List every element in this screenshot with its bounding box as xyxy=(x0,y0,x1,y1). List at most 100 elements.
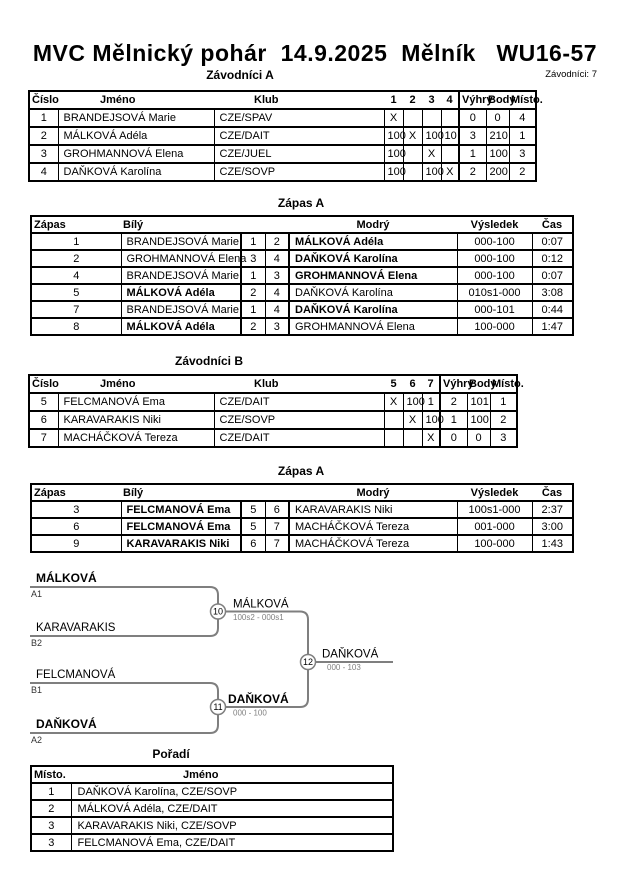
cell-blue-name: MÁLKOVÁ Adéla xyxy=(288,232,458,251)
matches-a-table: Zápas Bílý Modrý Výsledek Čas 1 BRANDEJS… xyxy=(30,215,574,336)
bracket-slot-a1-seed: A1 xyxy=(31,589,42,599)
bracket-slot-a2-seed: A2 xyxy=(31,735,42,745)
cell-score-4 xyxy=(440,144,460,164)
cell-match-number: 2 xyxy=(30,249,122,268)
cell-white-name: BRANDEJSOVÁ Marie xyxy=(120,266,242,285)
cell-time: 3:00 xyxy=(531,517,574,536)
col-header-round-7: 7 xyxy=(422,375,440,394)
cell-blue-number: 6 xyxy=(264,500,290,519)
group-b-header-row: Číslo Jméno Klub 5 6 7 Výhry Body Místo. xyxy=(29,375,524,394)
cell-cislo: 6 xyxy=(28,410,59,430)
cell-misto: 4 xyxy=(508,108,537,128)
cell-score-3: 100 xyxy=(421,162,444,182)
cell-blue-number: 4 xyxy=(264,283,290,302)
table-row: 3 GROHMANNOVÁ Elena CZE/JUEL 100 X 1 100… xyxy=(28,144,537,164)
cell-klub: CZE/SOVP xyxy=(213,410,385,430)
match-row: 3 FELCMANOVÁ Ema 5 6 KARAVARAKIS Niki 10… xyxy=(30,500,574,519)
col-header-modry: Modrý xyxy=(289,216,457,234)
cell-misto: 2 xyxy=(489,410,518,430)
cell-body: 0 xyxy=(485,108,510,128)
cell-cislo: 2 xyxy=(28,126,59,146)
cell-body: 101 xyxy=(466,392,491,412)
cell-blue-name: KARAVARAKIS Niki xyxy=(288,500,458,519)
cell-competitor: KARAVARAKIS Niki, CZE/SOVP xyxy=(70,816,394,835)
match-row: 6 FELCMANOVÁ Ema 5 7 MACHÁČKOVÁ Tereza 0… xyxy=(30,517,574,536)
cell-score-2 xyxy=(402,108,423,128)
cell-vyhry: 1 xyxy=(458,144,487,164)
table-row: 7 MACHÁČKOVÁ Tereza CZE/DAIT X 0 0 3 xyxy=(28,428,518,448)
ranking-row: 3 KARAVARAKIS Niki, CZE/SOVP xyxy=(30,816,394,835)
cell-body: 100 xyxy=(485,144,510,164)
cell-match-number: 8 xyxy=(30,317,122,336)
cell-competitor: MÁLKOVÁ Adéla, CZE/DAIT xyxy=(70,799,394,818)
bracket-line-b2 xyxy=(30,619,219,637)
cell-result: 001-000 xyxy=(456,517,533,536)
bracket-slot-a2-name: DAŇKOVÁ xyxy=(36,716,97,731)
col-header-bily: Bílý xyxy=(121,484,289,502)
match-row: 2 GROHMANNOVÁ Elena 3 4 DAŇKOVÁ Karolína… xyxy=(30,249,574,268)
cell-white-name: GROHMANNOVÁ Elena xyxy=(120,249,246,268)
cell-jmeno: DAŇKOVÁ Karolína xyxy=(57,162,215,182)
cell-jmeno: MACHÁČKOVÁ Tereza xyxy=(57,428,215,448)
cell-blue-name: GROHMANNOVÁ Elena xyxy=(288,317,458,336)
cell-score-7: X xyxy=(421,428,441,448)
cell-vyhry: 2 xyxy=(458,162,487,182)
cell-result: 000-100 xyxy=(456,249,533,268)
cell-match-number: 5 xyxy=(30,283,122,302)
ranking-row: 1 DAŇKOVÁ Karolína, CZE/SOVP xyxy=(30,782,394,801)
cell-time: 0:07 xyxy=(531,266,574,285)
ranking-table: Místo. Jméno 1 DAŇKOVÁ Karolína, CZE/SOV… xyxy=(30,765,394,852)
table-row: 5 FELCMANOVÁ Ema CZE/DAIT X 100 1 2 101 … xyxy=(28,392,518,412)
cell-cislo: 4 xyxy=(28,162,59,182)
cell-jmeno: MÁLKOVÁ Adéla xyxy=(57,126,215,146)
cell-jmeno: GROHMANNOVÁ Elena xyxy=(57,144,215,164)
col-header-vyhry: Výhry xyxy=(439,375,474,394)
match-row: 4 BRANDEJSOVÁ Marie 1 3 GROHMANNOVÁ Elen… xyxy=(30,266,574,285)
cell-score-3: 100 xyxy=(421,126,444,146)
match-row: 5 MÁLKOVÁ Adéla 2 4 DAŇKOVÁ Karolína 010… xyxy=(30,283,574,302)
cell-white-number: 5 xyxy=(240,500,266,519)
cell-time: 1:43 xyxy=(531,534,574,553)
col-header-vysledek: Výsledek xyxy=(457,216,532,234)
cell-result: 100-000 xyxy=(456,317,533,336)
col-header-round-5: 5 xyxy=(384,375,403,394)
cell-klub: CZE/DAIT xyxy=(213,126,385,146)
col-header-jmeno: Jméno xyxy=(71,766,393,784)
cell-time: 2:37 xyxy=(531,500,574,519)
cell-klub: CZE/SPAV xyxy=(213,108,385,128)
cell-result: 000-101 xyxy=(456,300,533,319)
cell-white-number: 2 xyxy=(240,317,266,336)
cell-blue-number: 3 xyxy=(264,266,290,285)
cell-blue-number: 2 xyxy=(264,232,290,251)
group-b-table: Číslo Jméno Klub 5 6 7 Výhry Body Místo.… xyxy=(28,374,524,448)
cell-white-number: 5 xyxy=(240,517,266,536)
match-row: 9 KARAVARAKIS Niki 6 7 MACHÁČKOVÁ Tereza… xyxy=(30,534,574,553)
cell-cislo: 5 xyxy=(28,392,59,412)
cell-score-1: X xyxy=(383,108,404,128)
cell-vyhry: 0 xyxy=(439,428,468,448)
cell-place: 1 xyxy=(30,782,72,801)
page-title: MVC Mělnický pohár 14.9.2025 Mělník WU16… xyxy=(32,40,598,66)
semi2-score: 000 - 100 xyxy=(233,709,267,718)
cell-score-6: 100 xyxy=(402,392,425,412)
cell-body: 210 xyxy=(485,126,510,146)
cell-jmeno: FELCMANOVÁ Ema xyxy=(57,392,215,412)
table-row: 2 MÁLKOVÁ Adéla CZE/DAIT 100 X 100 10 3 … xyxy=(28,126,537,146)
cell-match-number: 9 xyxy=(30,534,122,553)
cell-score-6: X xyxy=(402,410,423,430)
match-row: 7 BRANDEJSOVÁ Marie 1 4 DAŇKOVÁ Karolína… xyxy=(30,300,574,319)
cell-match-number: 4 xyxy=(30,266,122,285)
col-header-klub: Klub xyxy=(214,375,384,394)
cell-blue-number: 4 xyxy=(264,300,290,319)
cell-score-6 xyxy=(402,428,423,448)
col-header-bily: Bílý xyxy=(121,216,289,234)
cell-result: 000-100 xyxy=(456,232,533,251)
bracket-slot-b2-name: KARAVARAKIS xyxy=(36,622,116,634)
cell-klub: CZE/DAIT xyxy=(213,392,385,412)
cell-klub: CZE/DAIT xyxy=(213,428,385,448)
final-score: 000 - 103 xyxy=(327,663,361,672)
cell-blue-number: 7 xyxy=(264,517,290,536)
cell-vyhry: 0 xyxy=(458,108,487,128)
cell-vyhry: 2 xyxy=(439,392,468,412)
cell-body: 0 xyxy=(466,428,491,448)
